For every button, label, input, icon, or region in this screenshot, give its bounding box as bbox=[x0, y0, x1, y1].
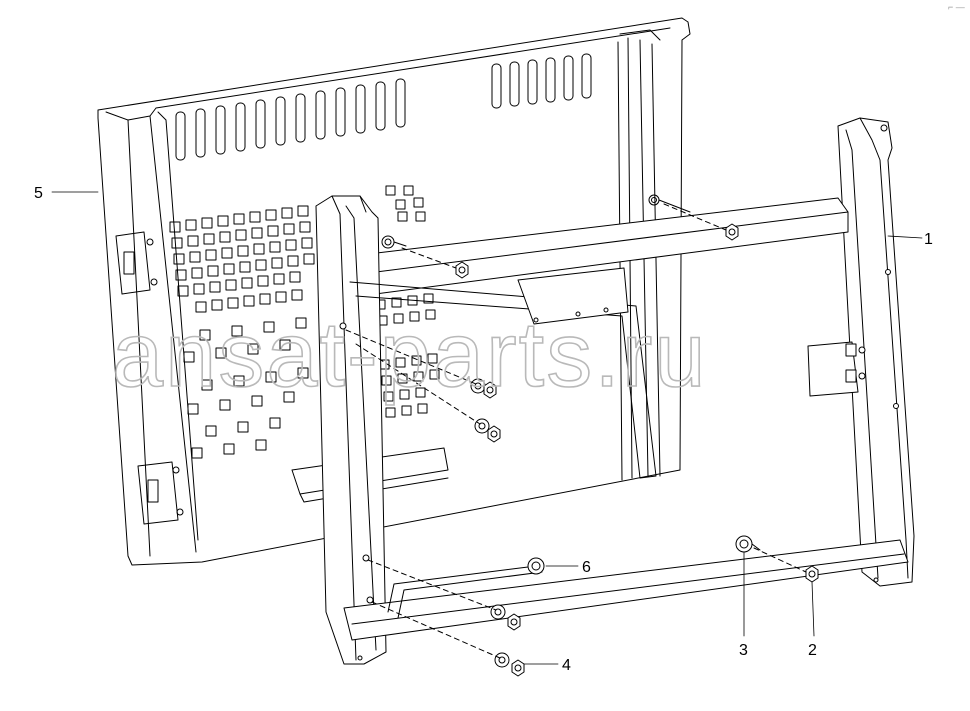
perforation-grid bbox=[169, 185, 440, 459]
callout-2: 2 bbox=[808, 642, 817, 659]
nut-top-bar bbox=[455, 261, 469, 279]
callout-4: 4 bbox=[562, 657, 571, 674]
callout-leaders bbox=[51, 191, 923, 665]
washer-nut-mid-2 bbox=[474, 418, 501, 443]
callout-5: 5 bbox=[34, 185, 43, 202]
left-bracket-lower bbox=[137, 461, 184, 525]
corner-mark: ⌐ — bbox=[948, 2, 965, 12]
watermark-text: ansat-parts.ru bbox=[112, 304, 708, 406]
nut-part-2 bbox=[805, 565, 819, 583]
assembly-lines bbox=[345, 203, 807, 659]
washer-nut-part-4 bbox=[494, 652, 525, 677]
fasteners bbox=[381, 223, 819, 677]
washer-nut-mid-1 bbox=[470, 378, 497, 399]
nut-top-bar-right bbox=[725, 223, 739, 241]
top-vent-slots bbox=[175, 53, 592, 161]
left-bracket-upper bbox=[115, 231, 158, 295]
callout-3: 3 bbox=[739, 642, 748, 659]
bolt-part-6 bbox=[527, 557, 545, 575]
stud-part-3 bbox=[735, 535, 761, 553]
callout-6: 6 bbox=[582, 559, 591, 576]
callout-1: 1 bbox=[924, 231, 933, 248]
front-frame-part-1 bbox=[315, 117, 915, 665]
washer-nut-lower-1 bbox=[490, 604, 521, 631]
stud-top-left bbox=[381, 235, 407, 249]
